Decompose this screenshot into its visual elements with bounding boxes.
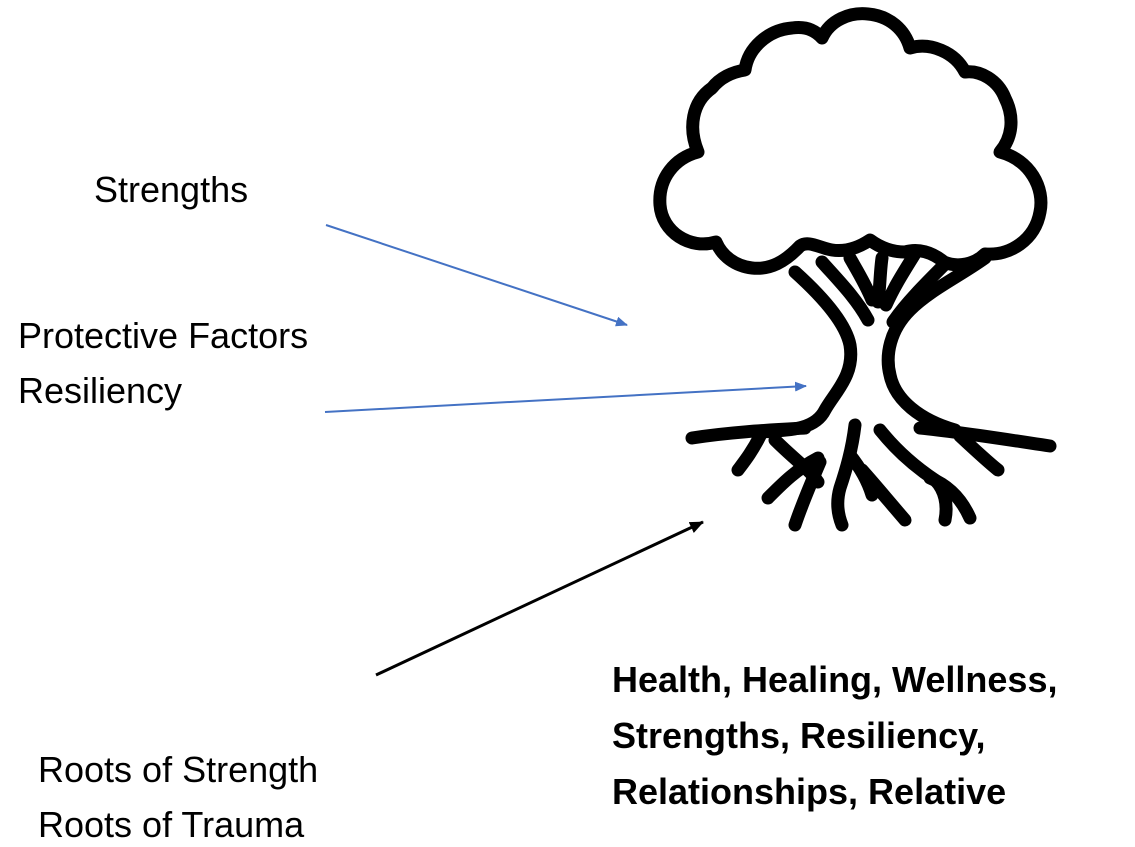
tree-root bbox=[923, 471, 977, 525]
tree-root bbox=[685, 421, 812, 445]
tree-root bbox=[913, 421, 1057, 453]
tree-icon bbox=[653, 7, 1057, 532]
summary-text: Health, Healing, Wellness, Strengths, Re… bbox=[612, 652, 1057, 820]
arrow-strengths bbox=[325, 224, 628, 327]
tree-trunk-right bbox=[881, 251, 992, 437]
label-resiliency: Resiliency bbox=[18, 370, 183, 411]
tree-branch bbox=[886, 257, 952, 329]
tree-canopy bbox=[653, 7, 1048, 275]
tree-root bbox=[831, 418, 862, 532]
tree-root bbox=[788, 455, 827, 532]
label-protective-factors: Protective Factors bbox=[18, 315, 309, 356]
label-strengths: Strengths bbox=[94, 169, 249, 210]
summary-line: Health, Healing, Wellness, bbox=[612, 659, 1058, 700]
label-roots-of-trauma: Roots of Trauma bbox=[38, 804, 305, 845]
arrow-protective-factors bbox=[324, 381, 807, 413]
summary-line: Relationships, Relative bbox=[612, 771, 1007, 812]
tree-branch bbox=[871, 251, 889, 309]
tree-branch bbox=[879, 245, 923, 312]
tree-root bbox=[731, 429, 767, 477]
tree-root bbox=[761, 451, 825, 505]
arrow-roots bbox=[375, 520, 704, 677]
tree-trunk-left bbox=[753, 265, 858, 439]
summary-line: Strengths, Resiliency, bbox=[612, 715, 986, 756]
label-roots-of-strength: Roots of Strength bbox=[38, 749, 319, 790]
tree-branch bbox=[843, 251, 879, 307]
tree-branch bbox=[815, 255, 875, 327]
tree-root bbox=[855, 463, 912, 527]
tree-root bbox=[953, 429, 1005, 477]
